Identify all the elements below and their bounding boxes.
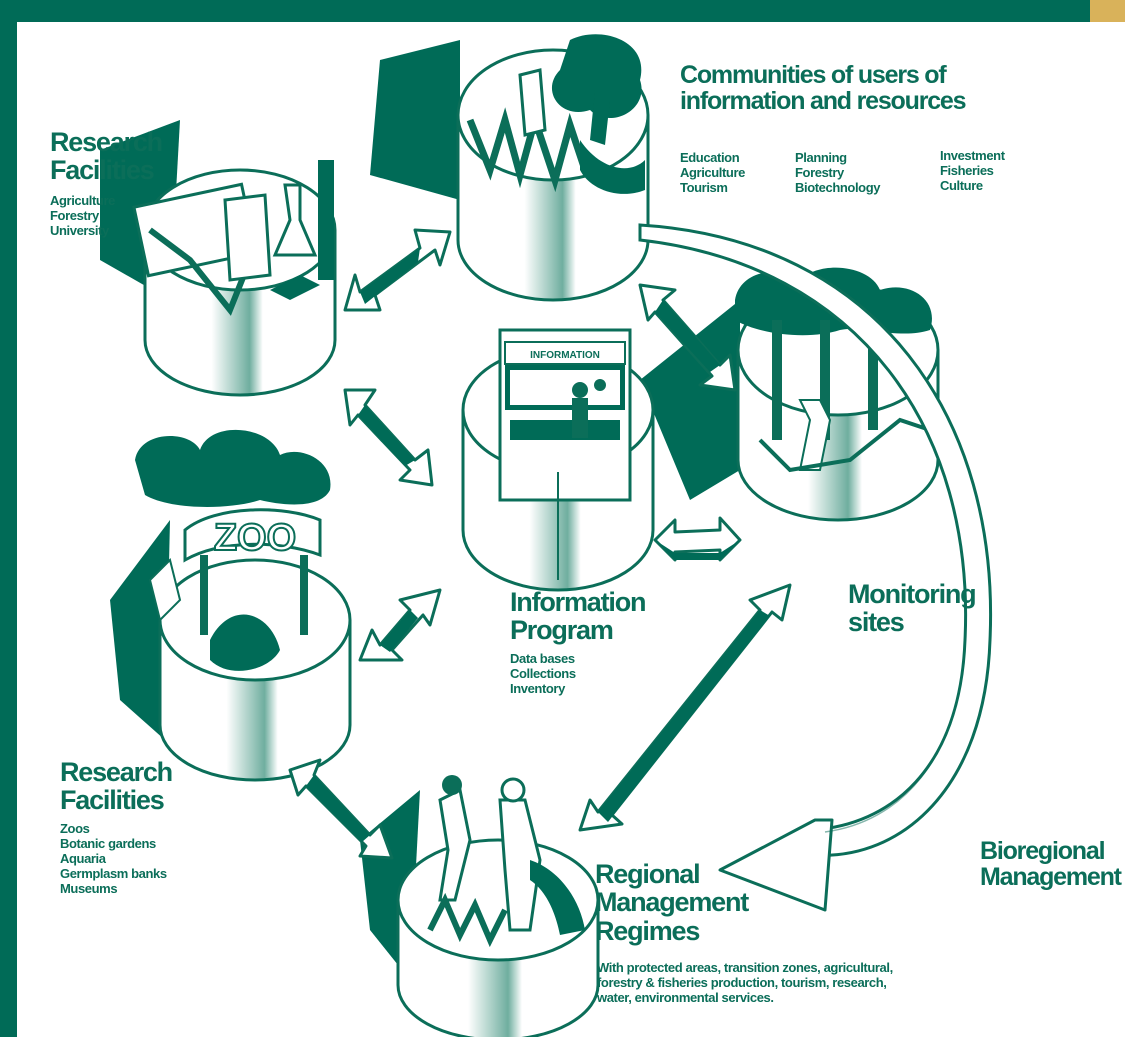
cylinder-research-bottom: ZOO: [135, 429, 352, 782]
regional-title-line-1: Regional: [595, 859, 701, 889]
information-sign: INFORMATION: [530, 350, 600, 361]
research-bottom-item: Zoos: [60, 820, 90, 836]
research-top-item: Agriculture: [50, 192, 115, 208]
communities-item: Biotechnology: [795, 180, 881, 195]
information-item: Collections: [510, 665, 576, 681]
communities-item: Forestry: [795, 165, 844, 180]
cylinder-research-top: [132, 160, 337, 397]
research-facilities-top-label: Research Facilities Agriculture Forestry…: [50, 127, 163, 238]
monitoring-sites-label: Monitoring sites: [848, 579, 977, 638]
communities-item: Culture: [940, 178, 983, 193]
bioregional-title-line-1: Bioregional: [980, 837, 1106, 865]
information-program-label: Information Program Data bases Collectio…: [510, 587, 646, 696]
bioregional-curved-arrow: [638, 223, 993, 912]
communities-item: Agriculture: [680, 165, 745, 180]
communities-column-1: Education Agriculture Tourism: [680, 150, 745, 195]
communities-item: Education: [680, 150, 740, 165]
communities-item: Investment: [940, 148, 1005, 163]
frame-left-bar: [0, 0, 17, 1037]
research-bottom-title-line-1: Research: [60, 757, 173, 787]
research-top-item: University: [50, 222, 109, 238]
research-facilities-bottom-label: Research Facilities Zoos Botanic gardens…: [60, 757, 173, 896]
research-bottom-title-line-2: Facilities: [60, 785, 165, 816]
cylinder-communities: [456, 34, 650, 302]
research-bottom-item: Museums: [60, 880, 118, 896]
research-top-title-line-2: Facilities: [50, 155, 155, 186]
communities-item: Tourism: [680, 180, 728, 195]
information-item: Data bases: [510, 650, 575, 666]
information-title-line-1: Information: [510, 587, 646, 617]
regional-description-line: forestry & fisheries production, tourism…: [597, 975, 887, 990]
monitoring-title-line-1: Monitoring: [848, 579, 977, 609]
information-title-line-2: Program: [510, 615, 614, 646]
cylinder-monitoring: [735, 267, 940, 522]
research-top-title-line-1: Research: [50, 127, 163, 157]
regional-title-line-2: Management: [595, 887, 749, 918]
frame-corner-accent: [1090, 0, 1125, 22]
shadow-monitoring: [640, 300, 740, 500]
bioregional-management-label: Bioregional Management: [980, 837, 1122, 892]
cylinder-regional: [396, 775, 600, 1037]
communities-item: Planning: [795, 150, 847, 165]
shadow-communities: [370, 40, 460, 200]
communities-item: Fisheries: [940, 163, 994, 178]
regional-title-line-3: Regimes: [595, 915, 700, 946]
frame-top-bar: [0, 0, 1090, 22]
regional-description: With protected areas, transition zones, …: [597, 960, 893, 1005]
communities-label: Communities of users of information and …: [680, 61, 967, 116]
research-top-item: Forestry: [50, 207, 99, 223]
monitoring-title-line-2: sites: [848, 607, 905, 638]
regional-management-label: Regional Management Regimes: [595, 859, 749, 946]
regional-description-line: water, environmental services.: [597, 990, 774, 1005]
communities-title-line-1: Communities of users of: [680, 61, 947, 89]
bioregional-title-line-2: Management: [980, 863, 1122, 892]
communities-title-line-2: information and resources: [680, 87, 967, 116]
arrow-shading: [306, 248, 770, 842]
regional-description-line: With protected areas, transition zones, …: [597, 960, 893, 975]
research-bottom-item: Botanic gardens: [60, 835, 156, 851]
information-item: Inventory: [510, 680, 565, 696]
research-bottom-item: Germplasm banks: [60, 865, 167, 881]
research-bottom-item: Aquaria: [60, 850, 106, 866]
communities-column-3: Investment Fisheries Culture: [940, 148, 1005, 193]
zoo-sign: ZOO: [214, 517, 296, 559]
communities-column-2: Planning Forestry Biotechnology: [795, 150, 880, 195]
